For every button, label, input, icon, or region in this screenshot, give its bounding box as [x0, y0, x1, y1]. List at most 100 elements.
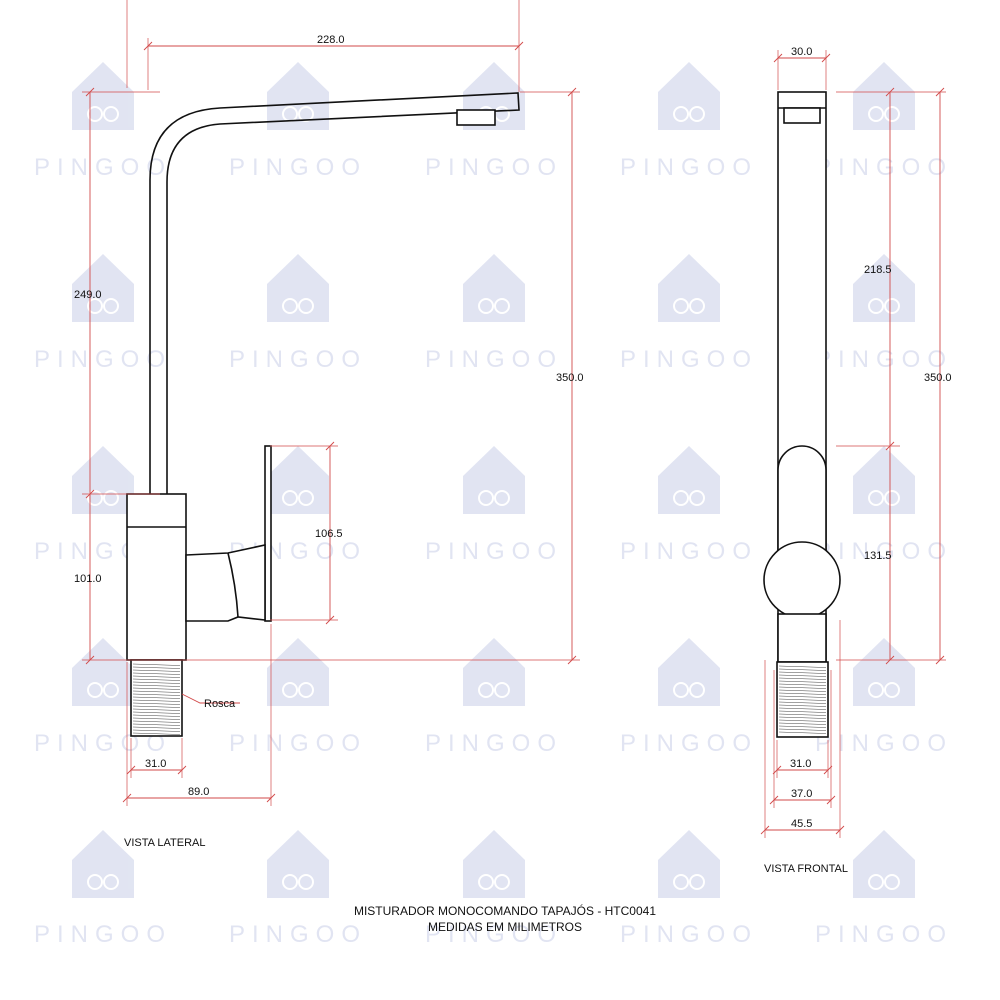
watermark-brand-text: PINGOO [620, 730, 758, 757]
pingoo-watermark-logo: PINGOO [815, 254, 953, 373]
label-rosca: Rosca [204, 698, 236, 710]
pingoo-watermark-logo: PINGOO [229, 638, 367, 757]
dim-frontal-body-width: 45.5 [791, 818, 812, 830]
thread-line [132, 696, 181, 699]
thread-line [778, 731, 827, 734]
thread-line [132, 708, 181, 711]
watermark-brand-text: PINGOO [815, 538, 953, 565]
pingoo-watermark-logo: PINGOO [425, 254, 563, 373]
frontal-view [763, 91, 841, 738]
pingoo-watermark-logo: PINGOO [229, 254, 367, 373]
thread-line [132, 666, 181, 669]
watermark-brand-text: PINGOO [815, 730, 953, 757]
watermark-brand-text: PINGOO [425, 154, 563, 181]
thread-line [778, 677, 827, 680]
pingoo-watermark-logo: PINGOO [229, 446, 360, 565]
thread-line [132, 669, 181, 672]
frontal-dimensions: 30.0 218.5 131.5 350.0 31.0 37.0 45. [760, 46, 952, 875]
thread-line [132, 675, 181, 678]
watermark-brand-text: PINGOO [229, 346, 367, 373]
dim-frontal-thread-width: 31.0 [790, 758, 811, 770]
thread-line [778, 704, 827, 707]
watermark-brand-text: PINGOO [229, 730, 367, 757]
lateral-thread-lines [132, 663, 181, 735]
watermark-brand-text: PINGOO [620, 346, 758, 373]
pingoo-watermark-logo: PINGOO [815, 638, 953, 757]
pingoo-watermark-logo: PINGOO [229, 62, 360, 181]
pingoo-watermark-logo: PINGOO [425, 830, 556, 948]
pingoo-watermark-logo: PINGOO [815, 830, 953, 948]
lateral-view [126, 92, 520, 737]
thread-line [132, 693, 181, 696]
pingoo-watermark-logo: PINGOO [34, 254, 172, 373]
watermark-brand-text: PINGOO [425, 346, 563, 373]
watermark-brand-text: PINGOO [815, 346, 953, 373]
dim-frontal-total-height: 350.0 [924, 372, 952, 384]
pingoo-watermark-logo: PINGOO [425, 638, 563, 757]
frontal-body [763, 541, 841, 619]
thread-line [778, 680, 827, 683]
thread-line [778, 701, 827, 704]
thread-line [132, 714, 181, 717]
thread-line [132, 729, 181, 732]
thread-line [132, 684, 181, 687]
caption-vista-lateral: VISTA LATERAL [124, 837, 206, 849]
dim-lateral-base-depth: 89.0 [188, 786, 209, 798]
drawing-title: MISTURADOR MONOCOMANDO TAPAJÓS - HTC0041 [354, 903, 656, 918]
thread-line [132, 687, 181, 690]
pingoo-watermark-logo: PINGOO [815, 62, 946, 181]
thread-line [778, 707, 827, 710]
dim-lateral-thread-width: 31.0 [145, 758, 166, 770]
thread-line [132, 705, 181, 708]
watermark-brand-text: PINGOO [34, 346, 172, 373]
thread-line [778, 668, 827, 671]
pingoo-watermark-logo: PINGOO [620, 254, 758, 373]
watermark-brand-text: PINGOO [815, 921, 953, 948]
pingoo-watermark-logo: PINGOO [34, 638, 165, 757]
lateral-aerator [456, 109, 496, 126]
thread-line [132, 732, 181, 735]
frontal-aerator [783, 107, 821, 124]
thread-line [132, 702, 181, 705]
watermark-brand-text: PINGOO [425, 730, 563, 757]
frontal-thread-lines [778, 665, 827, 734]
thread-line [778, 683, 827, 686]
pingoo-watermark-logo: PINGOO [229, 830, 367, 948]
thread-line [132, 690, 181, 693]
pingoo-watermark-logo: PINGOO [620, 638, 758, 757]
thread-line [778, 671, 827, 674]
thread-line [132, 717, 181, 720]
thread-line [778, 716, 827, 719]
pingoo-watermark-logo: PINGOO [815, 446, 953, 565]
watermark-brand-text: PINGOO [229, 921, 367, 948]
thread-line [778, 665, 827, 668]
thread-line [778, 719, 827, 722]
thread-line [778, 674, 827, 677]
dim-frontal-lower-height: 131.5 [864, 550, 892, 562]
thread-line [132, 720, 181, 723]
caption-vista-frontal: VISTA FRONTAL [764, 863, 848, 875]
watermark-brand-text: PINGOO [620, 921, 758, 948]
dim-lateral-lever-height: 106.5 [315, 528, 343, 540]
thread-line [778, 695, 827, 698]
thread-line [778, 728, 827, 731]
thread-line [132, 678, 181, 681]
watermark-brand-text: PINGOO [620, 154, 758, 181]
drawing-subtitle: MEDIDAS EM MILIMETROS [428, 920, 582, 934]
dim-lateral-total-height: 350.0 [556, 372, 584, 384]
thread-line [778, 698, 827, 701]
dim-lateral-body-height: 101.0 [74, 573, 102, 585]
thread-line [778, 722, 827, 725]
lateral-lever-arm [185, 544, 266, 622]
lateral-body [126, 493, 187, 661]
pingoo-watermark-logo: PINGOO [34, 62, 165, 181]
dim-frontal-spout-width: 30.0 [791, 46, 812, 58]
thread-line [132, 723, 181, 726]
thread-line [778, 725, 827, 728]
thread-line [778, 710, 827, 713]
pingoo-watermark-logo: PINGOO [34, 830, 165, 948]
thread-line [132, 711, 181, 714]
pingoo-watermark-logo: PINGOO [620, 62, 758, 181]
thread-line [132, 663, 181, 666]
